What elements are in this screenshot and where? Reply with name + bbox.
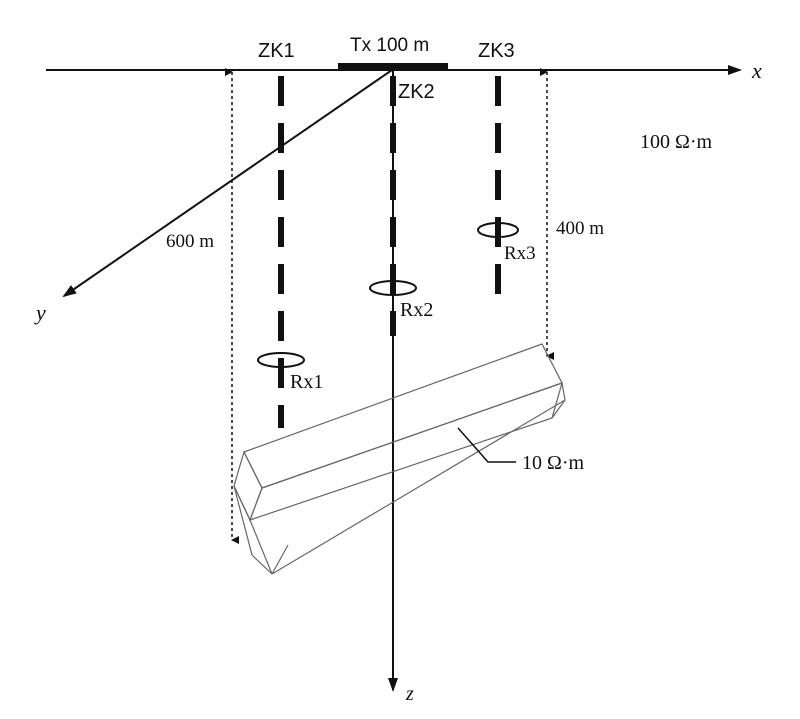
receiver-rx3 [477,222,519,238]
zk2-label: ZK2 [398,81,435,103]
receiver-rx2 [369,280,417,296]
depth-600-label: 600 m [166,231,214,252]
y-axis-line [62,69,393,298]
z-axis-label: z [405,683,414,705]
rx3-label: Rx3 [504,243,536,264]
y-axis-label: y [34,300,46,325]
conductive-body-box [233,343,566,575]
zk1-label: ZK1 [258,40,295,62]
background-resistivity-label: 100 Ω·m [640,131,713,153]
x-axis-label: x [751,58,762,83]
body-resistivity-label: 10 Ω·m [522,452,585,474]
receiver-rx1 [257,352,305,368]
rx2-label: Rx2 [400,299,433,321]
body-label-leader [457,427,516,463]
tx-label: Tx 100 m [350,35,429,56]
depth-400-label: 400 m [556,218,604,239]
rx1-label: Rx1 [290,371,323,393]
zk3-label: ZK3 [478,40,515,62]
